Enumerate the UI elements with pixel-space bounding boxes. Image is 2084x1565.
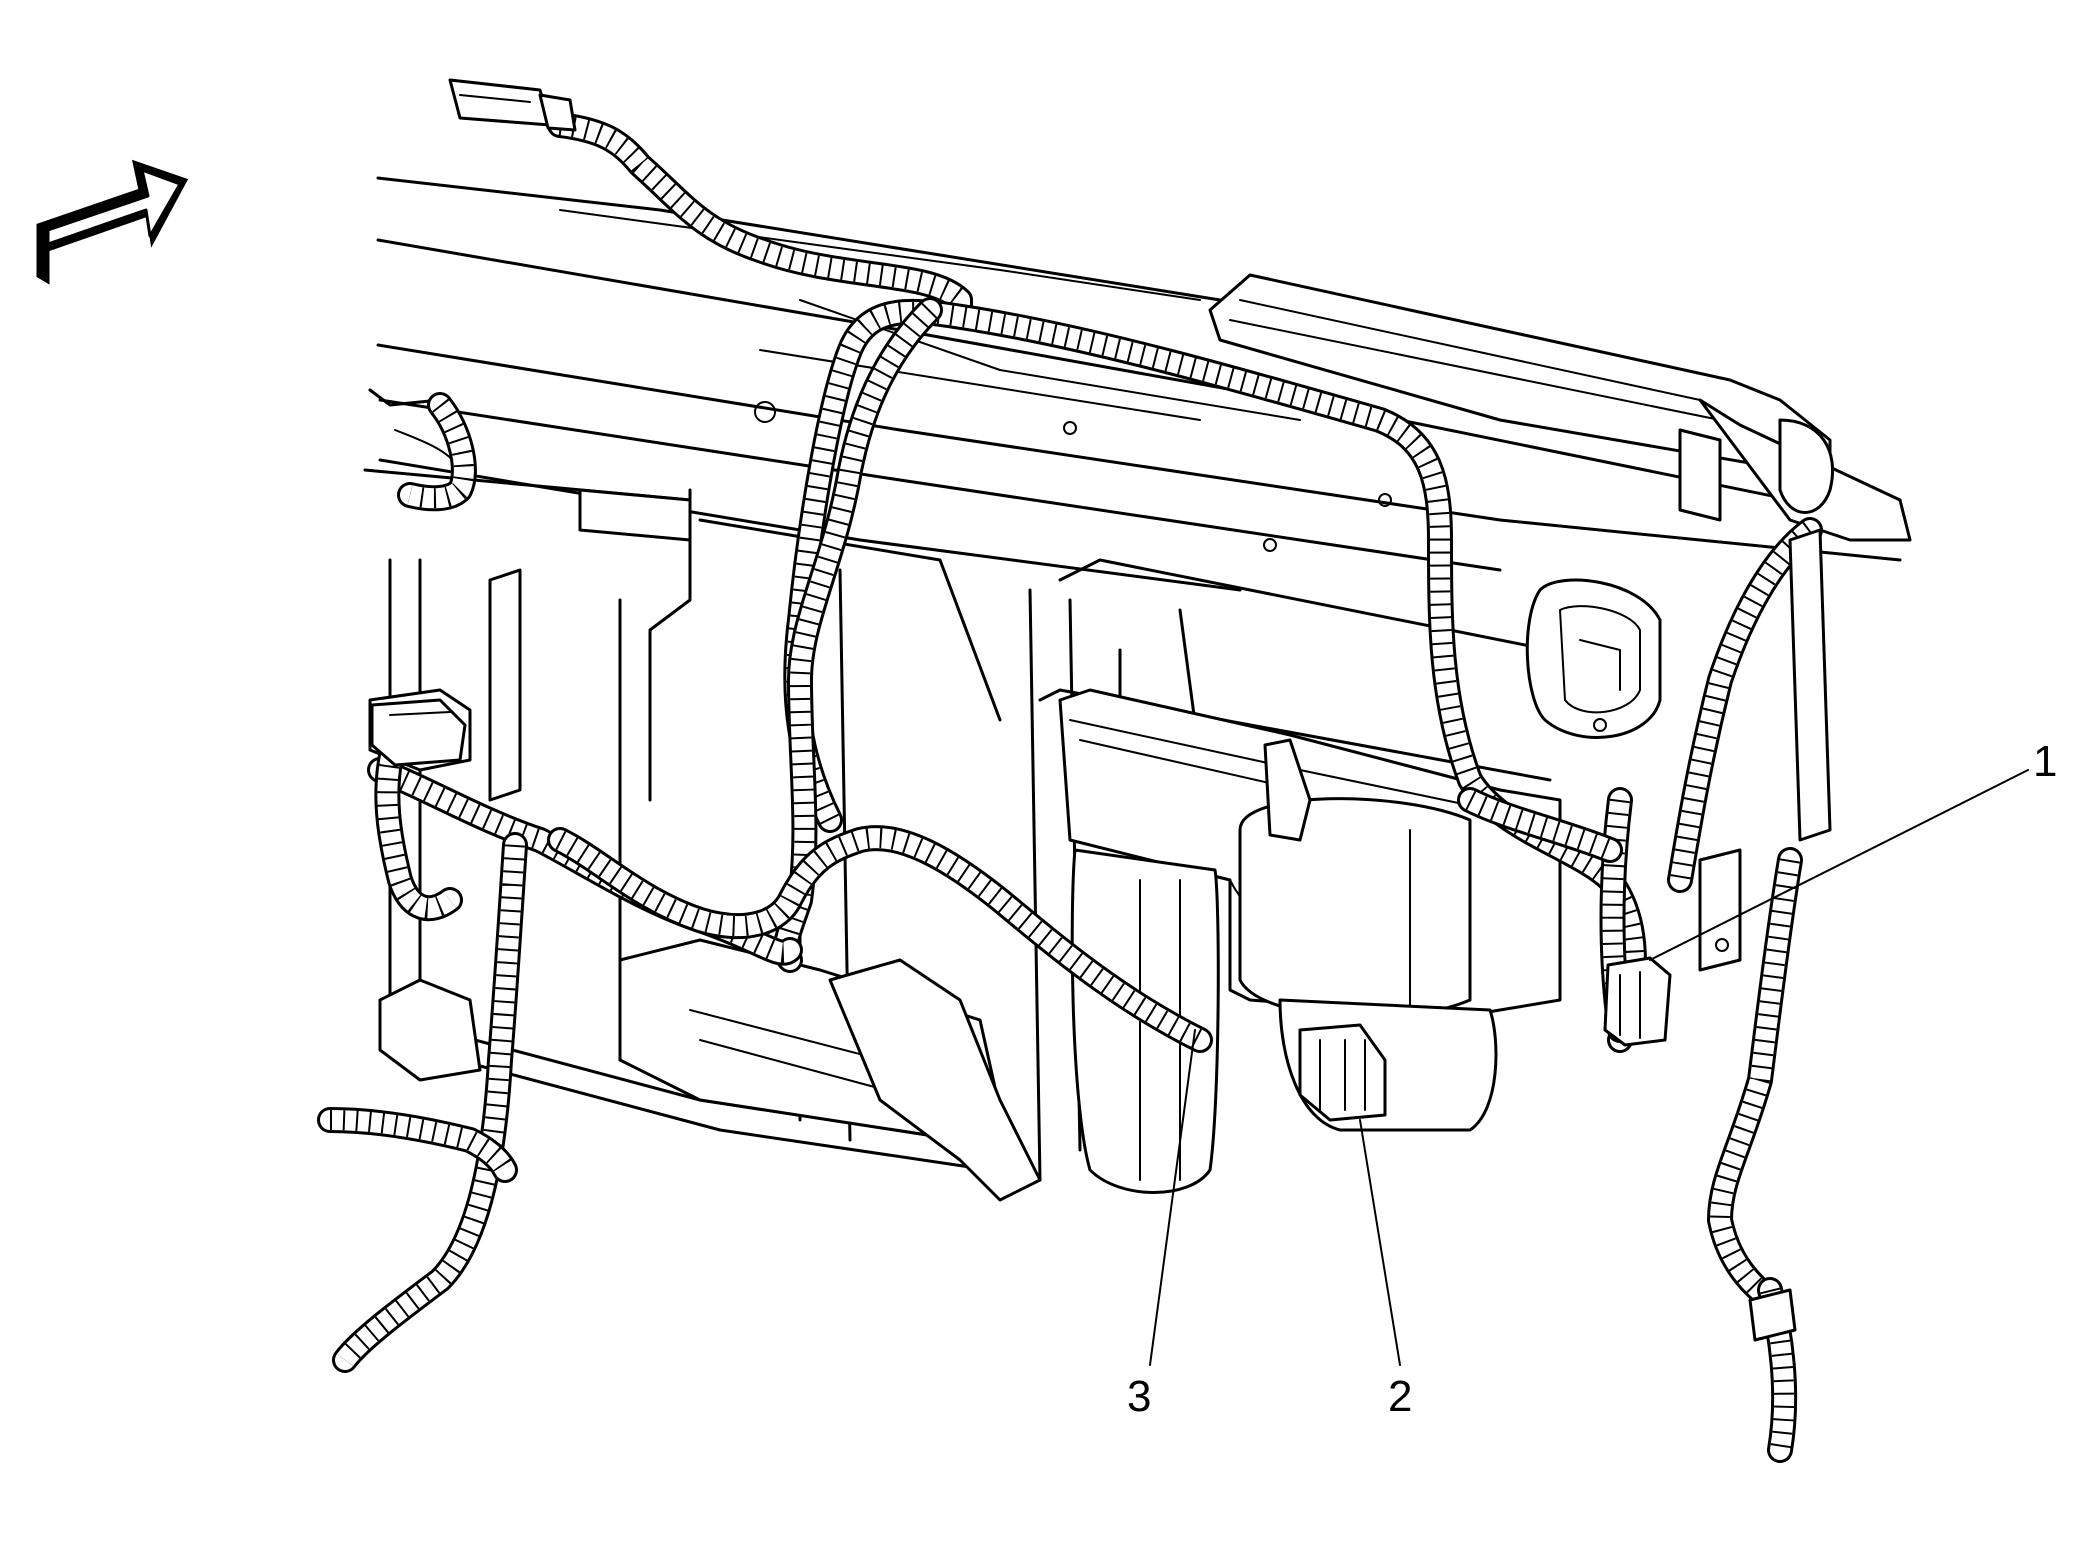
wiring-harness bbox=[317, 112, 1823, 1463]
right-side-bracket bbox=[1698, 528, 1832, 1342]
connector-2 bbox=[1298, 1023, 1387, 1122]
floor-duct bbox=[378, 938, 1042, 1202]
top-harness-connector bbox=[448, 78, 577, 132]
callout-label-2: 2 bbox=[1388, 1372, 1413, 1421]
connector-1 bbox=[1603, 956, 1672, 1047]
leader-line-3 bbox=[1149, 1029, 1196, 1366]
defroster-duct bbox=[1208, 273, 1912, 542]
leader-line-1 bbox=[1649, 769, 2029, 961]
callout-label-1: 1 bbox=[2033, 737, 2058, 786]
leader-line-2 bbox=[1359, 1119, 1401, 1366]
forward-arrow-icon bbox=[36, 159, 189, 285]
callout-label-3: 3 bbox=[1127, 1372, 1152, 1421]
left-harness-connector bbox=[370, 698, 467, 767]
air-outlet bbox=[1525, 578, 1662, 739]
blower-motor-module bbox=[1058, 688, 1562, 1194]
